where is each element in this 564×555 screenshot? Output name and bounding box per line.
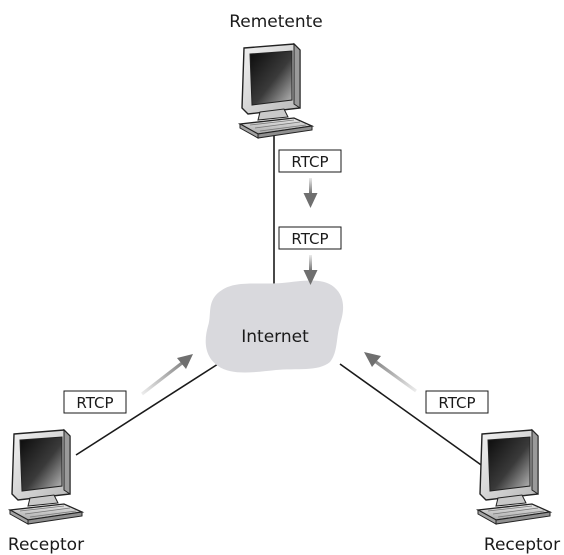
rtcp-packet-sender-2: RTCP <box>278 226 342 250</box>
internet-label: Internet <box>241 327 309 347</box>
link-right-receiver-internet <box>339 363 485 468</box>
rtcp-packet-left-receiver: RTCP <box>63 390 127 414</box>
up-right-arrow-icon <box>141 354 193 396</box>
link-left-receiver-internet <box>75 363 219 456</box>
rtcp-label: RTCP <box>291 230 328 248</box>
down-arrow-icon <box>303 178 318 208</box>
rtcp-label: RTCP <box>291 153 328 171</box>
rtcp-packet-right-receiver: RTCP <box>425 390 489 414</box>
internet-cloud-icon <box>205 280 344 373</box>
right-receiver-computer-icon <box>477 429 551 525</box>
right-receiver-label: Receptor <box>484 535 560 555</box>
rtcp-label: RTCP <box>438 394 475 412</box>
up-left-arrow-icon <box>364 352 417 393</box>
rtcp-packet-sender-1: RTCP <box>278 149 342 173</box>
down-arrow-icon <box>303 255 318 285</box>
sender-computer-icon <box>239 43 313 139</box>
left-receiver-label: Receptor <box>8 535 84 555</box>
sender-label: Remetente <box>229 12 323 32</box>
rtcp-label: RTCP <box>76 394 113 412</box>
left-receiver-computer-icon <box>9 429 83 525</box>
